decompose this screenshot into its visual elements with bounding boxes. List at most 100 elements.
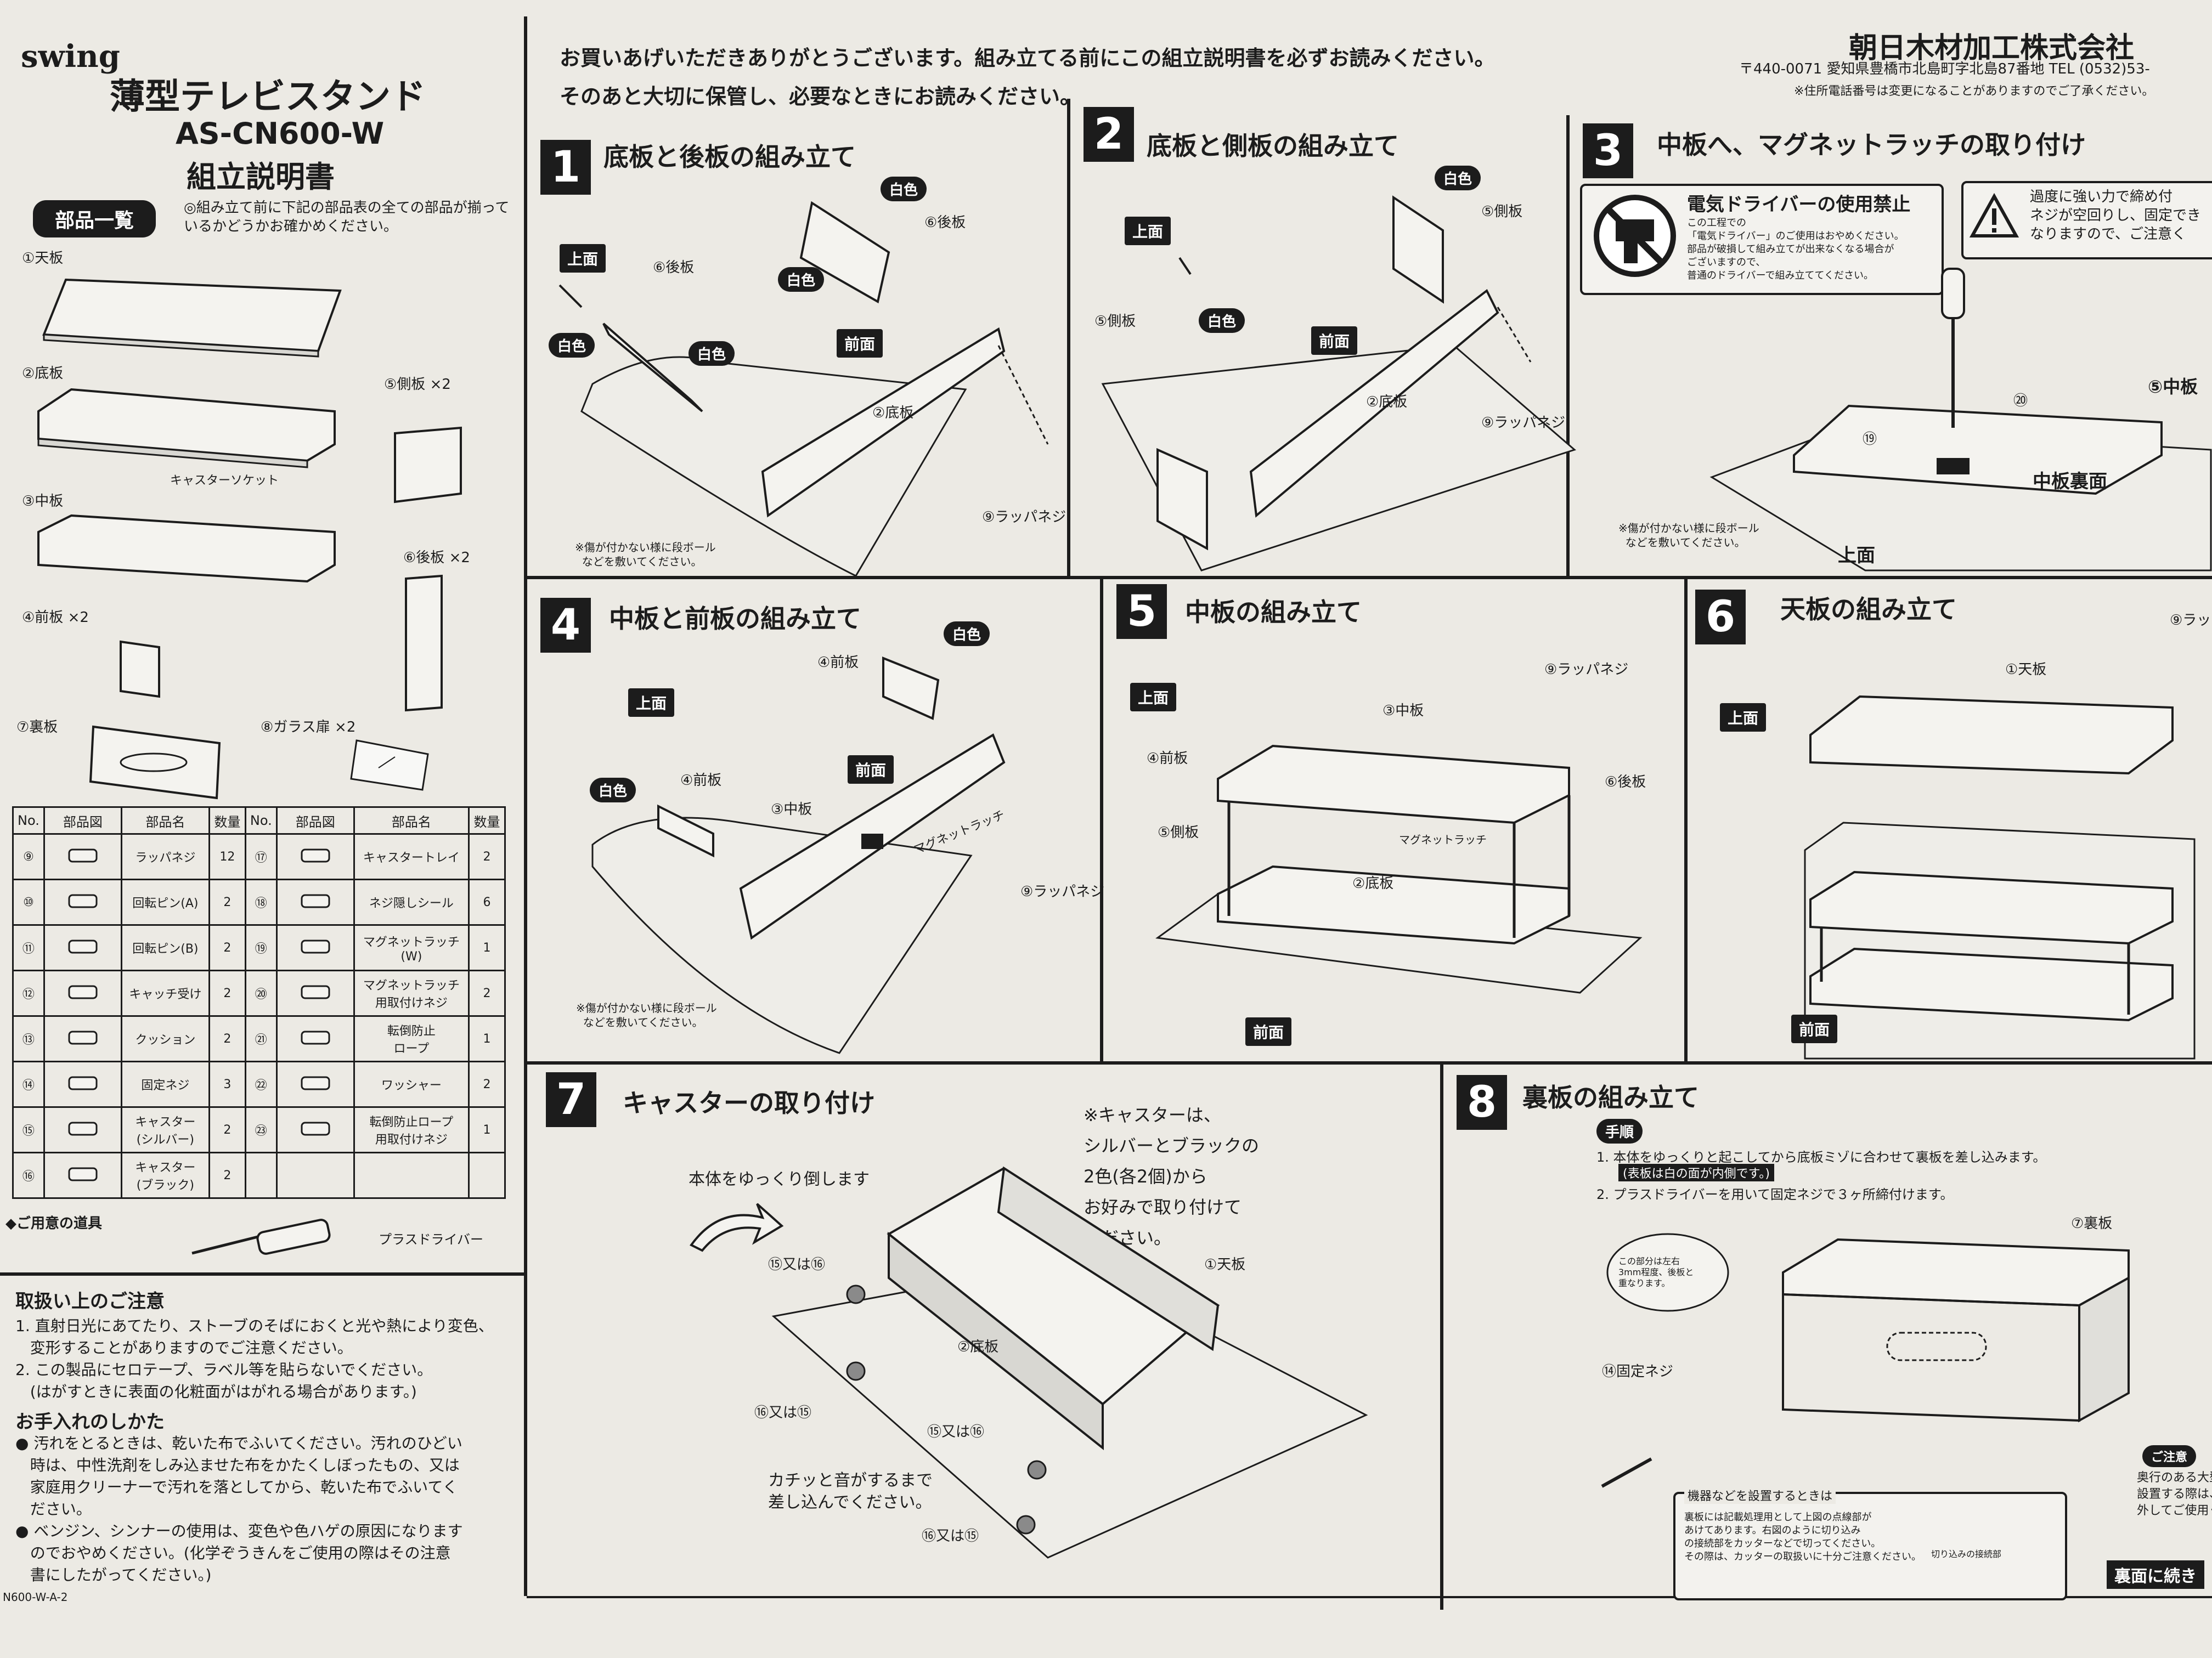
part-label-middle: ③中板 [22, 493, 64, 510]
product-name: 薄型テレビスタンド [110, 77, 426, 117]
step-1-screw-label: ⑨ラッパネジ [982, 509, 1066, 525]
part-name: ラッパネジ [120, 833, 210, 880]
step-5-magnet-label: マグネットラッチ [1399, 833, 1487, 846]
part-name: マグネットラッチ 用取付けネジ [353, 970, 470, 1017]
parts-table-row: ⑯ キャスター (ブラック)2 [12, 1152, 506, 1199]
part-figure-icon [43, 1106, 122, 1153]
step-4-white-2: 白色 [590, 778, 636, 802]
doc-title: 組立説明書 [187, 160, 335, 194]
tool-driver-label: プラスドライバー [379, 1232, 484, 1247]
step-4-middle-label: ③中板 [771, 801, 812, 818]
step-7-caster-3: ⑮又は⑯ [927, 1424, 985, 1440]
care-item: 時は、中性洗剤をしみ込ませた布をかたくしぼったもの、又は [15, 1456, 460, 1474]
part-figure-icon [275, 1106, 355, 1153]
step-5-side-panel: ⑤側板 [1158, 824, 1199, 841]
step-7-number: 7 [546, 1072, 596, 1127]
col-name: 部品名 [120, 806, 210, 835]
caution-triangle-icon [1969, 193, 2019, 237]
step-3-top-down: 上面 [1838, 545, 1875, 567]
step-4-number: 4 [540, 598, 591, 653]
part-qty: 2 [208, 1152, 246, 1199]
step-1-cardboard-note: ※傷が付かない様に段ボール などを敷いてください。 [575, 541, 716, 568]
step-1-back-label: ⑥後板 [924, 214, 966, 231]
step-2-screw-label: ⑨ラッパネジ [1481, 415, 1566, 431]
col-figure-2: 部品図 [275, 806, 355, 835]
step-2-white-2: 白色 [1199, 308, 1245, 333]
part-figure-icon [275, 1015, 355, 1062]
part-no: ⑨ [12, 833, 45, 880]
col-qty-2: 数量 [467, 806, 506, 835]
care-item: ださい。 [15, 1500, 92, 1518]
step-7-lay-down: 本体をゆっくり倒します [689, 1170, 870, 1189]
part-no: ㉒ [244, 1061, 278, 1108]
divider-s4-s5 [1100, 576, 1103, 1061]
step-1-white-1: 白色 [881, 177, 927, 201]
step-8-procedure-tag: 手順 [1596, 1119, 1643, 1144]
part-name: 回転ピン(A) [120, 879, 210, 926]
col-no: No. [12, 806, 45, 835]
step-5-screw-label: ⑨ラッパネジ [1544, 661, 1629, 678]
part-figure-icon [43, 879, 122, 926]
step-7-bottom-label: ②底板 [957, 1339, 999, 1355]
step-3-caution-text: 過度に強い力で締め付 ネジが空回りし、固定でき なりますので、ご注意く [2030, 189, 2202, 242]
part-qty: 6 [467, 879, 506, 926]
step-2-bottom-label: ②底板 [1366, 394, 1408, 410]
part-no: ⑭ [12, 1061, 45, 1108]
part-qty: 2 [467, 970, 506, 1017]
step-2-white-1: 白色 [1435, 166, 1481, 190]
care-title: お手入れのしかた [15, 1411, 165, 1433]
part-name: ネジ隠しシール [353, 879, 470, 926]
step-8-rear-label: ⑦裏板 [2071, 1215, 2113, 1232]
step-7-caster-note: ※キャスターは、 シルバーとブラックの 2色(各2個)から お好みで取り付けて … [1084, 1105, 1260, 1248]
step-4-title: 中板と前板の組み立て [609, 604, 861, 633]
step-6-front-tag: 前面 [1791, 1015, 1838, 1043]
step-6-number: 6 [1695, 590, 1746, 644]
step-8-callout: この部分は左右 3mm程度、後板と 重なります。 [1618, 1256, 1694, 1288]
part-no: ⑳ [244, 970, 278, 1017]
screwdriver-icon [191, 1219, 331, 1255]
part-figure-icon [275, 833, 355, 880]
step-2-front-tag: 前面 [1311, 326, 1358, 355]
care-item: 家庭用クリーナーで汚れを落としてから、乾いた布でふいてく [15, 1478, 458, 1496]
step-7-caster-4: ⑯又は⑮ [922, 1528, 979, 1544]
step-8-number: 8 [1457, 1075, 1507, 1130]
tools-title: ◆ご用意の道具 [5, 1215, 102, 1232]
step-7-caster-2: ⑯又は⑮ [754, 1405, 812, 1421]
step-2-diagram [1101, 195, 1576, 571]
model-number: AS-CN600-W [176, 116, 385, 151]
handling-title: 取扱い上のご注意 [15, 1291, 165, 1312]
part-figure-icon [275, 879, 355, 926]
greeting-line-2: そのあと大切に保管し、必要なときにお読みください。 [560, 84, 1081, 109]
parts-overview-note: ◎組み立て前に下記の部品表の全ての部品が揃っているかどうかお確かめください。 [184, 200, 510, 235]
part-qty: 2 [208, 1106, 246, 1153]
curved-arrow-icon [690, 1203, 784, 1252]
part-no: ⑯ [12, 1152, 45, 1199]
part-name: キャスター (シルバー) [120, 1106, 210, 1153]
part-name: キャスター (ブラック) [120, 1152, 210, 1199]
part-qty: 1 [467, 924, 506, 971]
step-8-title: 裏板の組み立て [1522, 1083, 1699, 1112]
step-2-title: 底板と側板の組み立て [1147, 131, 1399, 161]
part-drawing-side-panel [394, 426, 462, 503]
step-4-top-tag: 上面 [628, 688, 675, 717]
part-figure-icon [43, 970, 122, 1017]
part-qty: 2 [208, 924, 246, 971]
part-no: ⑬ [12, 1015, 45, 1062]
col-name-2: 部品名 [353, 806, 470, 835]
part-name: クッション [120, 1015, 210, 1062]
part-name: キャスタートレイ [353, 833, 470, 880]
step-3-number: 3 [1583, 123, 1633, 178]
step-1-white-3: 白色 [549, 333, 595, 358]
part-qty: 2 [467, 1061, 506, 1108]
part-qty [467, 1152, 506, 1199]
brand-logo: swing [21, 38, 120, 75]
step-3-caution-box [1961, 181, 2212, 259]
part-qty: 2 [208, 879, 246, 926]
part-label-front: ④前板 ×2 [22, 609, 89, 626]
part-qty: 2 [208, 970, 246, 1017]
divider-handling [0, 1272, 524, 1276]
step-2-top-tag: 上面 [1125, 217, 1171, 245]
